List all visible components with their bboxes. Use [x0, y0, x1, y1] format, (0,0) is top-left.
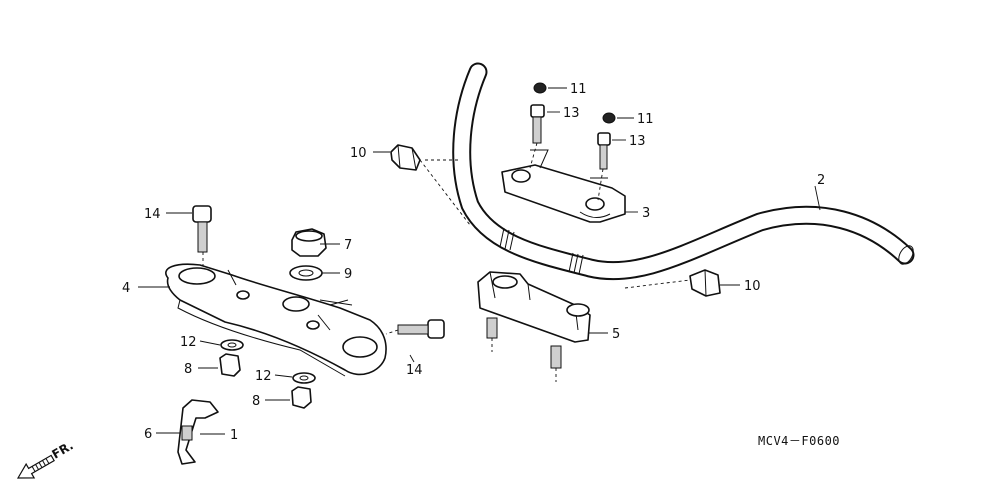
callout-10-right: 10 [744, 279, 761, 294]
arrow-icon [16, 454, 55, 479]
callout-6: 6 [144, 427, 152, 442]
callout-10-left: 10 [350, 146, 367, 161]
handlebar [452, 62, 915, 281]
callout-2: 2 [817, 173, 825, 188]
callout-11-left: 11 [570, 82, 587, 97]
callout-1: 1 [230, 428, 238, 443]
callout-5: 5 [612, 327, 620, 342]
callout-13-right: 13 [629, 134, 646, 149]
bolt-13-right [597, 132, 611, 201]
callout-8-right: 8 [252, 394, 260, 409]
callout-12-right: 12 [255, 369, 272, 384]
upper-holder [501, 164, 626, 223]
clip-10-left [390, 144, 421, 171]
callout-9: 9 [344, 267, 352, 282]
callout-3: 3 [642, 206, 650, 221]
callout-labels: 1 2 3 4 5 6 7 8 8 9 10 10 11 11 12 12 13… [122, 82, 825, 443]
figure-code: MCV4－F0600 [758, 434, 840, 448]
lower-holder [477, 271, 591, 382]
bracket-1 [177, 399, 219, 465]
front-direction-arrow: FR. [16, 438, 76, 479]
nut-8-right [291, 386, 312, 409]
callout-4: 4 [122, 281, 130, 296]
top-bridge [165, 263, 387, 377]
nut-8-left [219, 353, 241, 377]
callout-14-left: 14 [144, 207, 161, 222]
washer-9 [289, 265, 323, 281]
callout-14-right: 14 [406, 363, 423, 378]
bolt-14-right [385, 319, 445, 339]
callout-7: 7 [344, 238, 352, 253]
cap-11-right [602, 112, 616, 124]
callout-12-left: 12 [180, 335, 197, 350]
callout-8-left: 8 [184, 362, 192, 377]
bolt-13-left [529, 104, 545, 169]
stem-nut [291, 228, 327, 257]
bolt-6 [181, 425, 193, 441]
washer-12-right [292, 372, 316, 384]
callout-11-right: 11 [637, 112, 654, 127]
direction-label: FR. [50, 438, 76, 461]
callout-13-left: 13 [563, 106, 580, 121]
bolt-14-left [192, 205, 212, 266]
clip-10-right [689, 269, 721, 297]
leader-lines [138, 87, 821, 435]
washer-12-left [220, 339, 244, 351]
cap-11-left [533, 82, 547, 94]
